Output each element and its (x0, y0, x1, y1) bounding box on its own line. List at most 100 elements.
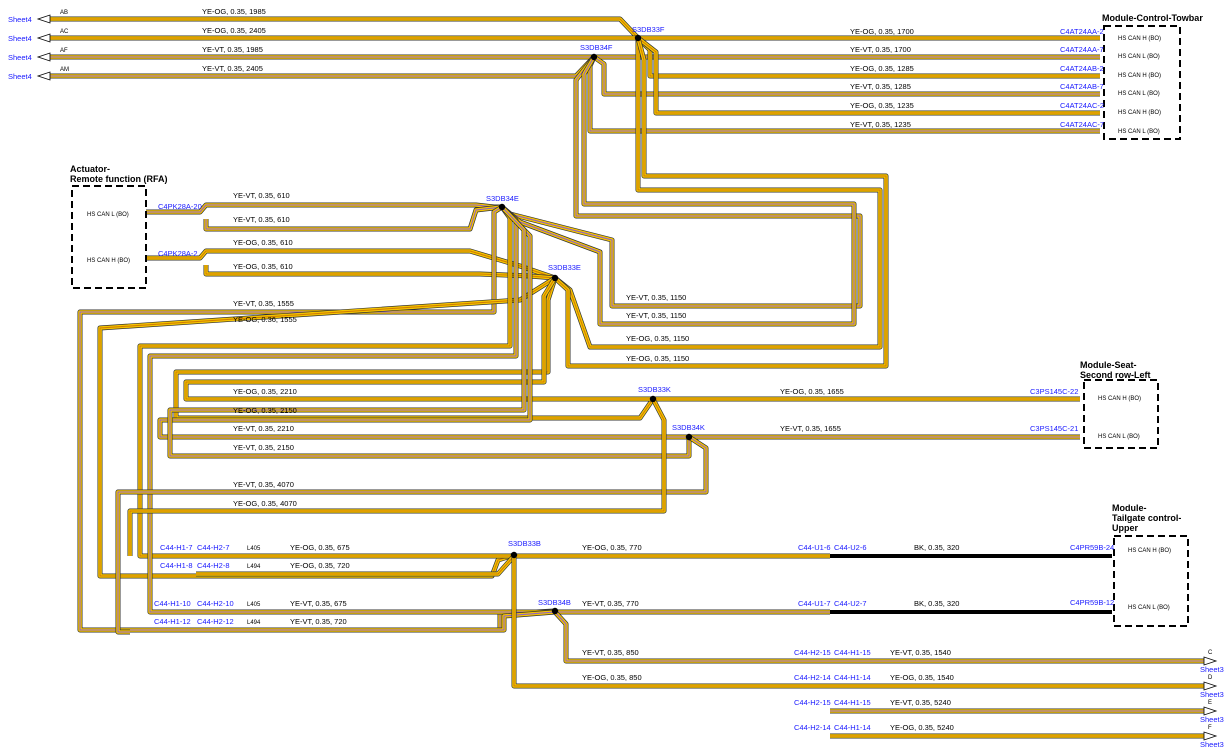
rfa-module-box[interactable] (71, 185, 147, 289)
seat-module-box[interactable] (1083, 379, 1159, 449)
splice-label-s3db33e[interactable]: S3DB33E (548, 263, 581, 272)
wire-label: YE-VT, 0.35, 1700 (850, 45, 911, 54)
tailgate-conn-l[interactable]: C4PR59B-12 (1070, 598, 1114, 607)
splice-label-s3db34f[interactable]: S3DB34F (580, 43, 613, 52)
sheet-link-am[interactable]: Sheet4 (8, 72, 32, 81)
sheet-link-af[interactable]: Sheet4 (8, 53, 32, 62)
wire-insulation (50, 55, 596, 78)
splice-label-s3db34e[interactable]: S3DB34E (486, 194, 519, 203)
seat-conn-h[interactable]: C3PS145C-22 (1030, 387, 1078, 396)
arrow-left-icon (36, 71, 51, 81)
tailgate-module-title: Module- (1112, 503, 1147, 513)
sheet-link-ac[interactable]: Sheet4 (8, 34, 32, 43)
inline-connector[interactable]: C44-U2-6 (834, 543, 867, 552)
twisted-pair-wire[interactable] (50, 16, 640, 40)
arrow-right-icon (1203, 706, 1218, 716)
inline-connector[interactable]: C44-U1-7 (798, 599, 831, 608)
inline-connector[interactable]: C44-H2-15 (794, 698, 831, 707)
wire-label: YE-VT, 0.35, 1235 (850, 120, 911, 129)
right-sheet-refs: C Sheet3 D Sheet3 E Sheet3 F Sheet3 (1200, 650, 1224, 749)
tailgate-module-box[interactable] (1113, 535, 1189, 627)
twisted-pair-wire[interactable] (127, 397, 667, 556)
inline-connector[interactable]: C44-H1-14 (834, 723, 871, 732)
violet-stripe (593, 56, 1100, 95)
inline-connector[interactable]: C44-H1-8 (160, 561, 193, 570)
splice-s3db34b-dot[interactable] (551, 607, 559, 615)
towbar-connector[interactable]: C4AT24AA-2 (1060, 27, 1104, 36)
violet-stripe (169, 206, 690, 457)
inline-connector[interactable]: C44-H1-14 (834, 673, 871, 682)
violet-stripe (117, 436, 707, 633)
splice-s3db33e-dot[interactable] (551, 274, 559, 282)
wire-label: YE-VT, 0.35, 4070 (233, 480, 294, 489)
towbar-module-box[interactable] (1103, 25, 1181, 140)
orange-stripe (205, 265, 556, 279)
orange-stripe (175, 277, 654, 419)
splice-label-s3db34k[interactable]: S3DB34K (672, 423, 705, 432)
sheet-id-af: AF (60, 48, 68, 54)
splice-s3db33k-dot[interactable] (649, 395, 657, 403)
inline-connector[interactable]: C44-H2-14 (794, 673, 831, 682)
towbar-connector[interactable]: C4AT24AC-7 (1060, 120, 1104, 129)
inline-connector[interactable]: C44-H2-15 (794, 648, 831, 657)
twisted-pair-wire[interactable] (553, 610, 1204, 664)
wire-label: YE-VT, 0.35, 610 (233, 215, 290, 224)
wire-label: YE-VT, 0.35, 1150 (626, 311, 686, 320)
splice-s3db33b-dot[interactable] (510, 551, 518, 559)
rfa-conn-h[interactable]: C4PK28A-2 (158, 249, 198, 258)
inline-connector[interactable]: C44-H2-7 (197, 543, 230, 552)
inline-connector[interactable]: C44-H2-10 (197, 599, 234, 608)
twisted-pair-wire[interactable] (511, 556, 1204, 689)
twisted-pair-wire[interactable] (50, 55, 596, 79)
sheet-id-am: AM (60, 67, 69, 73)
splice-s3db33f-dot[interactable] (634, 34, 642, 42)
inline-connector[interactable]: C44-H1-7 (160, 543, 193, 552)
sheet-id-d: D (1208, 675, 1213, 681)
splice-label-s3db33b[interactable]: S3DB33B (508, 539, 541, 548)
inline-connector[interactable]: C44-H1-15 (834, 698, 871, 707)
towbar-connector[interactable]: C4AT24AC-2 (1060, 101, 1104, 110)
sheet-link-ab[interactable]: Sheet4 (8, 15, 32, 24)
inline-connector[interactable]: C44-H2-8 (197, 561, 230, 570)
seat-conn-l[interactable]: C3PS145C-21 (1030, 424, 1078, 433)
violet-stripe (196, 611, 556, 631)
sheet-link-d[interactable]: Sheet3 (1200, 690, 1224, 699)
inline-connector[interactable]: C44-H1-15 (834, 648, 871, 657)
towbar-connector[interactable]: C4AT24AB-7 (1060, 82, 1104, 91)
splice-s3db34e-dot[interactable] (498, 203, 506, 211)
tailgate-module: Module- Tailgate control- Upper HS CAN H… (1070, 503, 1181, 611)
splice-s3db34k-dot[interactable] (685, 433, 693, 441)
inline-connector[interactable]: C44-U1-6 (798, 543, 831, 552)
wire-label: YE-OG, 0.35, 2150 (233, 406, 297, 415)
splice-label-s3db33f[interactable]: S3DB33F (632, 25, 665, 34)
splice-s3db34f-dot[interactable] (590, 53, 598, 61)
sheet-link-c[interactable]: Sheet3 (1200, 665, 1224, 674)
seat-module-title-2: Second row-Left (1080, 370, 1151, 380)
tailgate-pin-l: HS CAN L (BO) (1128, 605, 1170, 611)
towbar-module-title: Module-Control-Towbar (1102, 13, 1203, 23)
tailgate-conn-h[interactable]: C4PR59B-24 (1070, 543, 1114, 552)
wire-label: YE-VT, 0.35, 2210 (233, 424, 294, 433)
inline-connector[interactable]: C44-H1-12 (154, 617, 191, 626)
violet-stripe (554, 611, 1204, 662)
orange-stripe (196, 555, 515, 575)
sheet-link-f[interactable]: Sheet3 (1200, 740, 1224, 749)
sheet-link-e[interactable]: Sheet3 (1200, 715, 1224, 724)
arrow-left-icon (36, 52, 51, 62)
arrow-left-icon (36, 33, 51, 43)
splice-label-s3db33k[interactable]: S3DB33K (638, 385, 671, 394)
towbar-connector[interactable]: C4AT24AA-7 (1060, 45, 1104, 54)
inline-connector[interactable]: C44-H2-14 (794, 723, 831, 732)
rfa-conn-l[interactable]: C4PK28A-20 (158, 202, 202, 211)
sheet-id-c: C (1208, 650, 1213, 656)
wire-label: YE-OG, 0.35, 4070 (233, 499, 297, 508)
twisted-pair-wire[interactable] (196, 554, 516, 577)
towbar-connector[interactable]: C4AT24AB-2 (1060, 64, 1104, 73)
inline-connector[interactable]: C44-H2-12 (197, 617, 234, 626)
wire-layer (50, 16, 1204, 739)
inline-connector[interactable]: C44-H1-10 (154, 599, 191, 608)
wire-insulation (128, 398, 666, 556)
inline-connector[interactable]: C44-U2-7 (834, 599, 867, 608)
splice-label-s3db34b[interactable]: S3DB34B (538, 598, 571, 607)
wire-label: YE-VT, 0.35, 675 (290, 599, 347, 608)
